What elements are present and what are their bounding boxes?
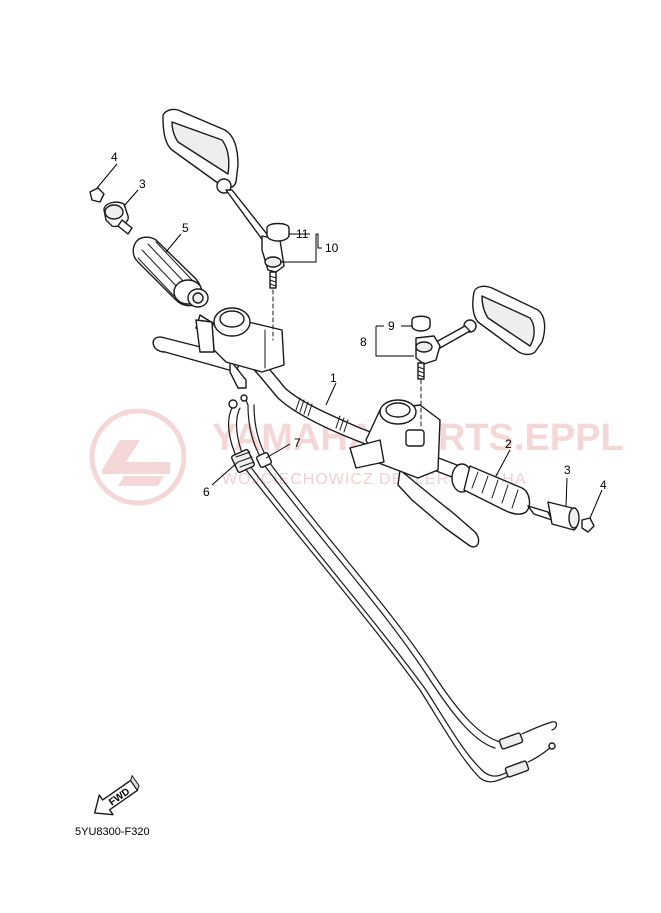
callout-5: 5 <box>182 221 189 235</box>
left-screw-4 <box>89 187 105 203</box>
cable-7-lower-end <box>498 721 558 750</box>
mirror-cap-11 <box>266 222 290 242</box>
callout-6: 6 <box>203 485 210 499</box>
right-bar-end-3 <box>527 501 580 531</box>
cables <box>228 394 558 783</box>
left-mirror <box>162 108 285 341</box>
diagram-code: 5YU8300-F320 <box>75 826 150 838</box>
callout-2: 2 <box>505 437 512 451</box>
callout-10: 10 <box>325 241 339 255</box>
callout-9: 9 <box>388 319 395 333</box>
left-lever-assembly <box>152 307 285 389</box>
leader-lines <box>96 163 603 519</box>
callout-3-right: 3 <box>564 463 571 477</box>
left-bar-end-3 <box>103 201 133 235</box>
fwd-arrow-icon: FWD <box>94 774 140 816</box>
right-mirror <box>415 285 546 429</box>
callout-3-left: 3 <box>139 177 146 191</box>
callout-7: 7 <box>294 436 301 450</box>
cable-6-lower-end <box>504 742 556 778</box>
callout-11: 11 <box>296 227 309 241</box>
cable-7-adjuster <box>255 451 273 469</box>
mirror-cap-9 <box>411 315 431 332</box>
handlebar-knurling <box>295 397 349 433</box>
right-grip-2 <box>451 463 531 515</box>
callout-8: 8 <box>360 335 367 349</box>
callouts: 4 3 5 11 10 9 8 1 2 3 4 6 7 <box>111 150 607 499</box>
callout-4-right: 4 <box>600 478 607 492</box>
cable-6-adjuster <box>230 448 256 474</box>
callout-4-left: 4 <box>111 150 118 164</box>
left-grip-5 <box>132 236 209 308</box>
right-screw-4 <box>581 517 595 533</box>
callout-1: 1 <box>330 371 337 385</box>
watermark-logo <box>89 408 187 506</box>
